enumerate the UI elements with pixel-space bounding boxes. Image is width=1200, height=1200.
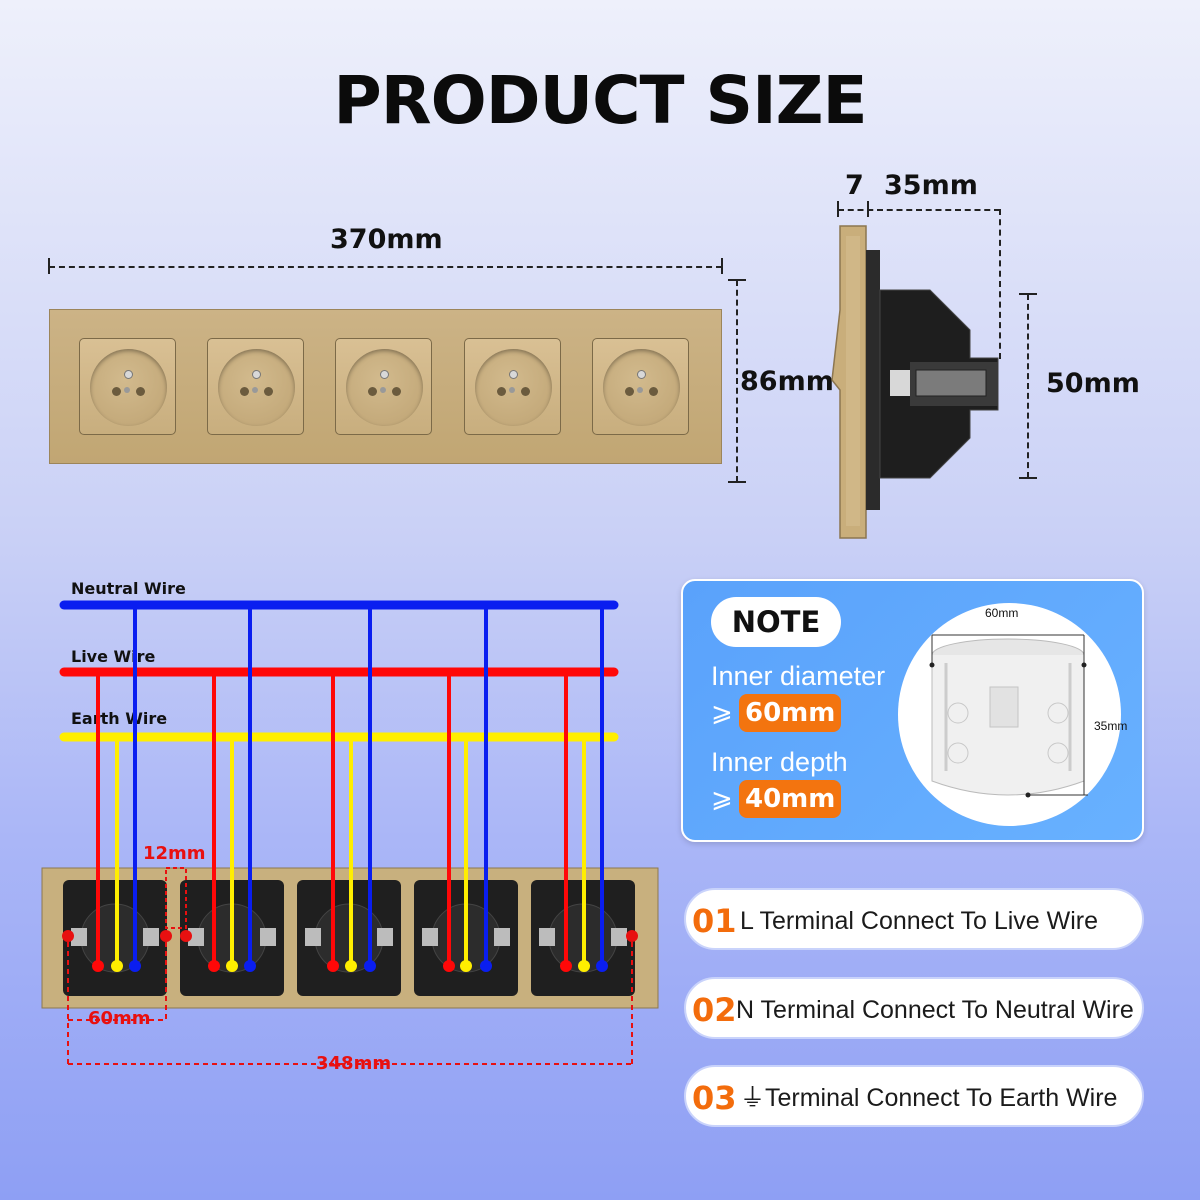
measure-point-1 (62, 930, 74, 942)
note-heading: NOTE (711, 597, 841, 647)
width-label: 370mm (330, 224, 443, 255)
terminal-left-1 (71, 928, 87, 946)
earth-pin-icon (380, 370, 389, 379)
neutral-terminal-dot-3 (364, 960, 376, 972)
neutral-wire-label: Neutral Wire (71, 579, 186, 598)
measure-point-4 (626, 930, 638, 942)
earth-pin-icon (509, 370, 518, 379)
width-dimension-line (49, 266, 722, 268)
greater-equal-symbol-2: ⩾ (711, 783, 733, 813)
step-1-number: 01 (692, 902, 737, 940)
earth-terminal-dot-4 (460, 960, 472, 972)
terminal-right-5 (611, 928, 627, 946)
height-label: 86mm (740, 366, 834, 397)
measure-point-3 (180, 930, 192, 942)
terminal-left-3 (305, 928, 321, 946)
inner-diameter-value: 60mm (739, 694, 842, 732)
terminal-right-3 (377, 928, 393, 946)
live-terminal-dot-4 (443, 960, 455, 972)
terminal-right-2 (260, 928, 276, 946)
depth-tick-mid (867, 201, 869, 217)
plate-thickness-label: 7 (845, 170, 864, 201)
box-width-label: 60mm (985, 606, 1019, 620)
box-depth-label: 35mm (1094, 719, 1128, 733)
earth-wire-label: Earth Wire (71, 709, 168, 728)
inner-depth-value: 40mm (739, 780, 842, 818)
socket-1 (79, 338, 176, 435)
step-3: 03 ⏚Terminal Connect To Earth Wire (684, 1065, 1144, 1127)
earth-terminal-dot-1 (111, 960, 123, 972)
terminal-right-4 (494, 928, 510, 946)
step-2: 02 N Terminal Connect To Neutral Wire (684, 977, 1144, 1039)
neutral-terminal-dot-1 (129, 960, 141, 972)
terminal-left-4 (422, 928, 438, 946)
gap-label: 12mm (143, 843, 206, 864)
earth-pin-icon (637, 370, 646, 379)
earth-pin-icon (124, 370, 133, 379)
step-2-text: N Terminal Connect To Neutral Wire (736, 996, 1134, 1024)
height-dimension-tick-top (728, 279, 746, 281)
step-3-text: ⏚Terminal Connect To Earth Wire (740, 1084, 1118, 1112)
width-dimension-tick-right (721, 258, 723, 274)
socket-frame-front (49, 309, 722, 464)
terminal-right-1 (143, 928, 159, 946)
depth-label: 35mm (884, 170, 978, 201)
socket-2 (207, 338, 304, 435)
height-dimension-line (736, 280, 738, 482)
height-dimension-tick-bottom (728, 481, 746, 483)
live-terminal-dot-1 (92, 960, 104, 972)
neutral-terminal-dot-4 (480, 960, 492, 972)
side-view-drawing (831, 225, 999, 539)
live-terminal-dot-2 (208, 960, 220, 972)
depth-dimension-drop (999, 209, 1001, 359)
body-height-label: 50mm (1046, 368, 1140, 399)
body-tick-top (1019, 293, 1037, 295)
terminal-left-5 (539, 928, 555, 946)
live-terminal-dot-5 (560, 960, 572, 972)
inner-diameter-label: Inner diameter (711, 661, 886, 691)
step-3-number: 03 (692, 1079, 737, 1117)
body-tick-bottom (1019, 477, 1037, 479)
socket-3 (335, 338, 432, 435)
step-2-number: 02 (692, 991, 737, 1029)
step-1-text: L Terminal Connect To Live Wire (740, 907, 1099, 935)
live-terminal-dot-3 (327, 960, 339, 972)
socket-4 (464, 338, 561, 435)
width-dimension-tick-left (48, 258, 50, 274)
body-dimension-line (1027, 294, 1029, 478)
neutral-terminal-dot-5 (596, 960, 608, 972)
gap-marker-box (165, 867, 187, 929)
inner-depth-label: Inner depth (711, 747, 848, 777)
socket-5 (592, 338, 689, 435)
pitch-label: 60mm (88, 1008, 151, 1029)
note-panel: NOTE Inner diameter ⩾ 60mm Inner depth ⩾… (681, 579, 1144, 842)
neutral-terminal-dot-2 (244, 960, 256, 972)
earth-terminal-dot-2 (226, 960, 238, 972)
measure-point-2 (160, 930, 172, 942)
earth-terminal-dot-5 (578, 960, 590, 972)
total-length-label: 348mm (316, 1053, 392, 1074)
earth-pin-icon (252, 370, 261, 379)
terminal-left-2 (188, 928, 204, 946)
page-title: PRODUCT SIZE (333, 62, 867, 139)
earth-terminal-dot-3 (345, 960, 357, 972)
greater-equal-symbol: ⩾ (711, 697, 733, 727)
wiring-diagram (41, 600, 659, 1065)
mounting-box-photo: 60mm 35mm (898, 603, 1127, 826)
depth-tick-left (837, 201, 839, 217)
depth-dimension-line (838, 209, 1000, 211)
step-1: 01 L Terminal Connect To Live Wire (684, 888, 1144, 950)
